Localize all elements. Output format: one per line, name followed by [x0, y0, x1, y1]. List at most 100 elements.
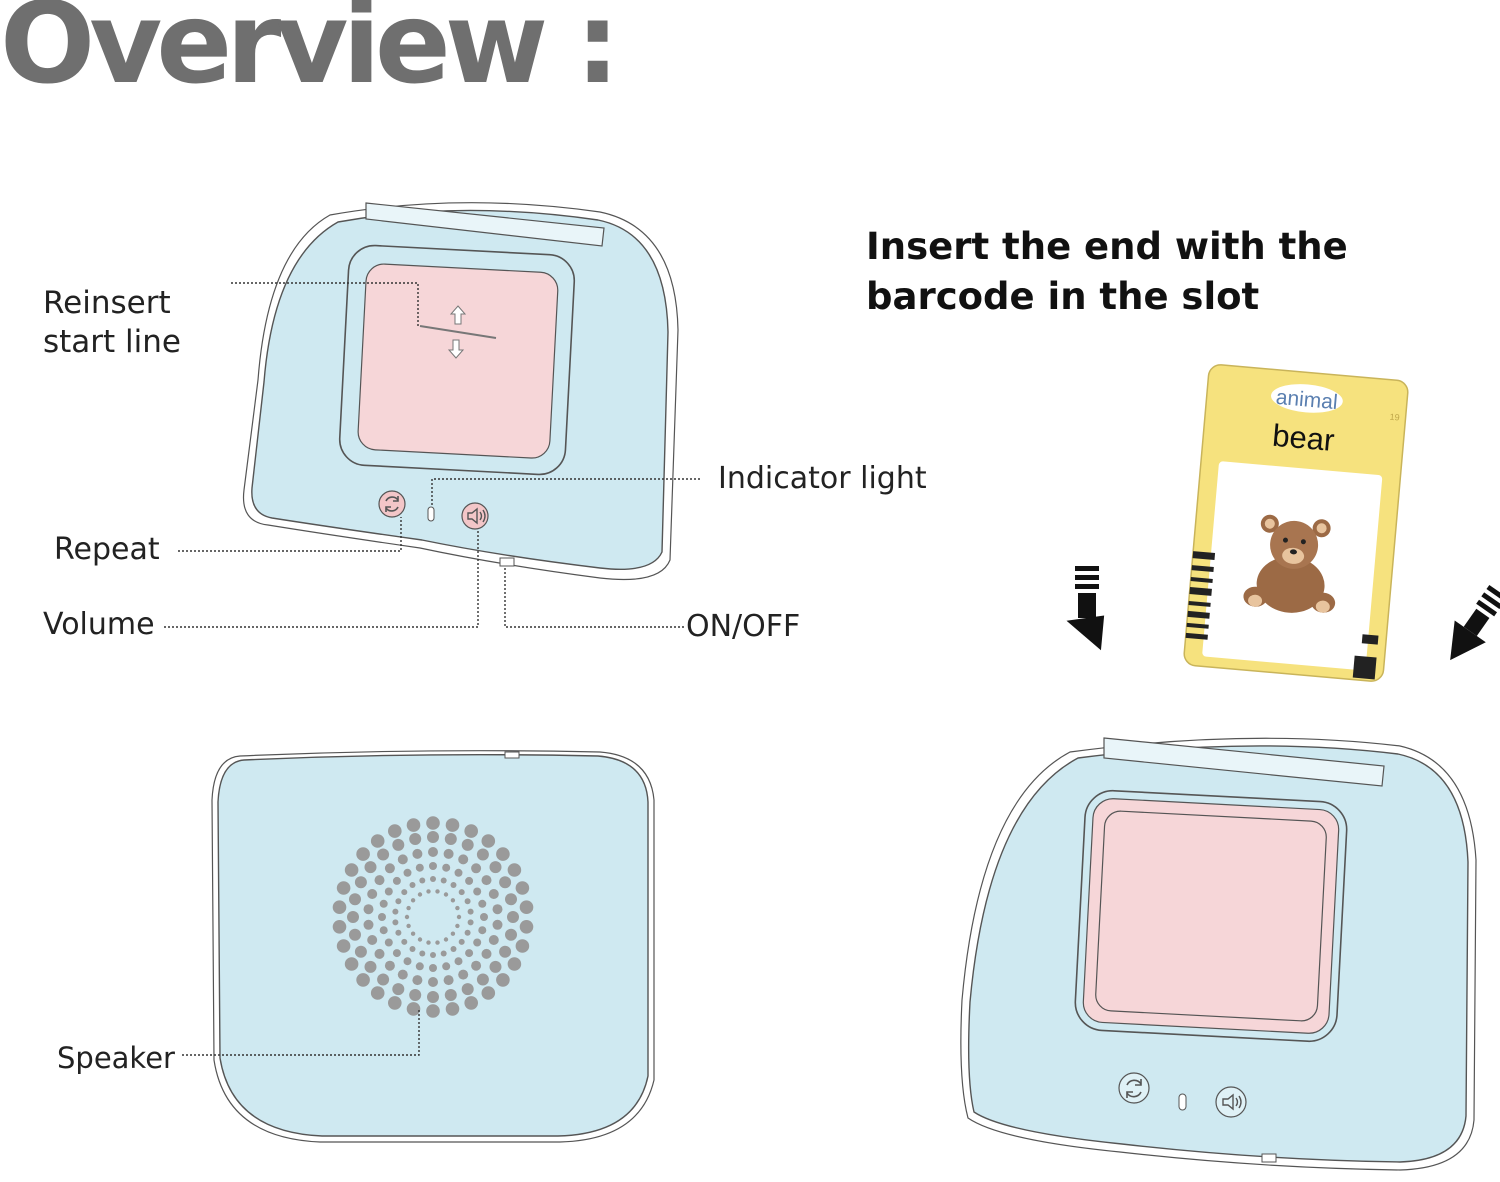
speaker-hole: [392, 983, 405, 996]
device2-card-slot: [1103, 737, 1385, 787]
instruction-line-2: barcode in the slot: [866, 275, 1259, 318]
label-volume: Volume: [43, 607, 155, 642]
speaker-hole: [377, 973, 390, 986]
speaker-hole: [363, 919, 374, 930]
speaker-hole: [507, 911, 519, 923]
speaker-hole: [388, 996, 402, 1010]
speaker-hole: [481, 834, 496, 848]
speaker-hole: [403, 957, 412, 966]
speaker-hole: [367, 889, 378, 899]
speaker-hole: [379, 899, 388, 908]
speaker-hole: [426, 940, 431, 945]
speaker-hole: [464, 929, 471, 936]
speaker-hole: [401, 889, 408, 896]
speaker-hole: [458, 938, 465, 945]
up-arrow-icon: [449, 305, 467, 325]
speaker-hole: [428, 847, 438, 857]
speaker-hole: [464, 824, 479, 838]
device2-power-switch[interactable]: [1261, 1153, 1277, 1163]
repeat-button[interactable]: [378, 490, 406, 518]
speaker-hole: [496, 973, 510, 987]
speaker-hole: [430, 952, 436, 958]
speaker-hole: [412, 975, 423, 986]
speaker-hole: [471, 863, 482, 874]
speaker-hole: [492, 904, 503, 915]
down-arrow-icon: [1450, 584, 1500, 661]
speaker-hole: [435, 940, 440, 945]
speaker-hole: [419, 877, 426, 884]
speaker-hole: [450, 946, 457, 952]
repeat-icon: [385, 496, 399, 512]
speaker-hole: [356, 847, 370, 861]
speaker-hole: [344, 863, 359, 877]
speaker-hole: [336, 939, 351, 953]
speaker-hole: [507, 957, 522, 971]
speaker-hole: [384, 887, 393, 896]
speaker-hole: [461, 983, 474, 996]
speaker-hole: [456, 914, 462, 920]
speaker-hole: [370, 986, 385, 1000]
speaker-hole: [435, 889, 440, 894]
device2-volume-button[interactable]: [1215, 1086, 1247, 1118]
speaker-hole: [415, 962, 424, 971]
speaker-hole: [440, 877, 447, 884]
leader-lines-front: [164, 282, 700, 628]
speaker-hole: [428, 977, 438, 987]
speaker-hole: [440, 950, 447, 957]
speaker-hole: [450, 898, 456, 903]
speaker-hole: [454, 957, 463, 966]
page-title: Overview :: [0, 0, 620, 109]
speaker-grille: [332, 816, 534, 1018]
speaker-hole: [450, 882, 457, 888]
speaker-hole: [406, 818, 421, 832]
speaker-hole: [476, 848, 489, 861]
reinsert-start-line: [419, 325, 497, 339]
speaker-hole: [347, 911, 359, 923]
speaker-hole: [406, 905, 411, 911]
speaker-hole: [443, 892, 449, 897]
speaker-hole: [379, 926, 388, 935]
speaker-hole: [417, 937, 423, 942]
speaker-hole: [443, 975, 454, 986]
speaker-hole: [364, 960, 377, 973]
speaker-hole: [480, 913, 488, 921]
speaker-hole: [367, 935, 378, 945]
speaker-hole: [442, 962, 451, 971]
speaker-hole: [515, 881, 530, 895]
volume-button[interactable]: [461, 502, 489, 530]
speaker-hole: [401, 938, 408, 945]
speaker-hole: [426, 889, 431, 894]
category-pill: [1271, 384, 1343, 413]
speaker-hole: [332, 920, 347, 934]
card-word: bear: [1271, 418, 1336, 458]
speaker-hole: [505, 893, 517, 906]
power-switch[interactable]: [499, 557, 515, 567]
speaker-hole: [392, 949, 401, 958]
speaker-hole: [443, 937, 449, 942]
speaker-hole: [454, 868, 463, 877]
label-speaker: Speaker: [57, 1041, 175, 1075]
speaker-hole: [444, 989, 457, 1001]
speaker-hole: [427, 991, 439, 1003]
speaker-hole: [429, 964, 437, 972]
speaker-hole: [417, 892, 423, 897]
device-back: [211, 750, 655, 1143]
speaker-hole: [384, 960, 395, 971]
label-repeat: Repeat: [54, 532, 160, 567]
device2-repeat-button[interactable]: [1118, 1072, 1150, 1104]
speaker-hole: [499, 945, 512, 958]
speaker-hole: [471, 960, 482, 971]
leader-line-speaker: [182, 1010, 420, 1056]
speaker-hole: [481, 875, 492, 886]
speaker-hole: [461, 838, 474, 851]
down-arrow-icon: [1066, 566, 1105, 651]
speaker-hole: [426, 816, 440, 830]
speaker-hole: [384, 938, 393, 947]
device2-screen: [1095, 810, 1327, 1022]
speaker-hole: [443, 848, 454, 859]
speaker-hole: [445, 818, 460, 832]
device-back-body: [217, 753, 649, 1137]
speaker-hole: [332, 900, 347, 914]
speaker-hole: [388, 824, 402, 838]
